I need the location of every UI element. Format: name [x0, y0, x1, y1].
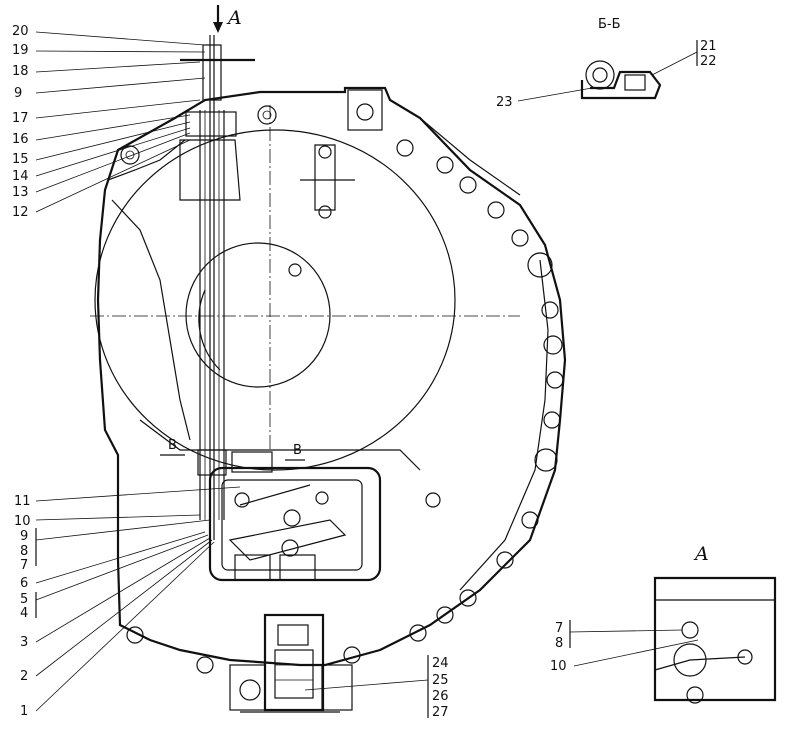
- section-bb: Б-Б: [580, 17, 662, 100]
- callout-label: 21: [700, 39, 717, 54]
- callout-label: 17: [12, 111, 29, 126]
- callout-label: 10: [550, 659, 567, 674]
- callout-label: 5: [20, 592, 28, 607]
- callout-label: 7: [20, 558, 28, 573]
- callout-label: 6: [20, 576, 28, 591]
- housing: [96, 86, 567, 674]
- callout-label: 7: [555, 621, 563, 636]
- callouts-bb: 21 22 23: [496, 39, 717, 110]
- cut-b-right-label: B: [293, 443, 302, 458]
- callout-label: 26: [432, 689, 449, 704]
- callout-label: 9: [20, 529, 28, 544]
- callout-label: 12: [12, 205, 29, 220]
- callouts-view-a: 7 8 10: [550, 620, 699, 674]
- callout-label: 24: [432, 656, 449, 671]
- callout-label: 9: [14, 86, 22, 101]
- callout-label: 4: [20, 606, 28, 621]
- callout-label: 1: [20, 704, 28, 719]
- linkage-cover: [208, 466, 382, 582]
- callout-label: 19: [12, 43, 29, 58]
- central-bore: [90, 105, 520, 471]
- callout-label: 10: [14, 514, 31, 529]
- lever-bracket: [300, 144, 355, 219]
- callout-label: 8: [555, 636, 563, 651]
- view-a-detail: A: [653, 543, 777, 704]
- view-arrow-a: A: [213, 5, 242, 33]
- arrow-a-label: A: [226, 7, 242, 29]
- section-bb-label: Б-Б: [598, 17, 621, 32]
- callout-label: 18: [12, 64, 29, 79]
- callouts-bottom: 24 25 26 27: [304, 655, 449, 720]
- callout-label: 11: [14, 494, 31, 509]
- callout-label: 3: [20, 635, 28, 650]
- callout-label: 27: [432, 705, 449, 720]
- view-a-label: A: [693, 543, 709, 565]
- callout-label: 22: [700, 54, 717, 69]
- callout-label: 25: [432, 673, 449, 688]
- callout-label: 2: [20, 669, 28, 684]
- callout-label: 13: [12, 185, 29, 200]
- flange-bolt-holes: [120, 105, 564, 674]
- cut-b-left-label: B: [168, 438, 177, 453]
- callout-label: 14: [12, 169, 29, 184]
- control-shaft: [179, 35, 273, 540]
- drain-plug-assembly: [229, 613, 353, 713]
- callouts-left: 20 19 18 9 17 16 15 14 13 12 11 10 9 8 7…: [12, 24, 241, 719]
- callout-label: 20: [12, 24, 29, 39]
- callout-label: 15: [12, 152, 29, 167]
- callout-label: 16: [12, 132, 29, 147]
- callout-label: 8: [20, 544, 28, 559]
- callout-label: 23: [496, 95, 513, 110]
